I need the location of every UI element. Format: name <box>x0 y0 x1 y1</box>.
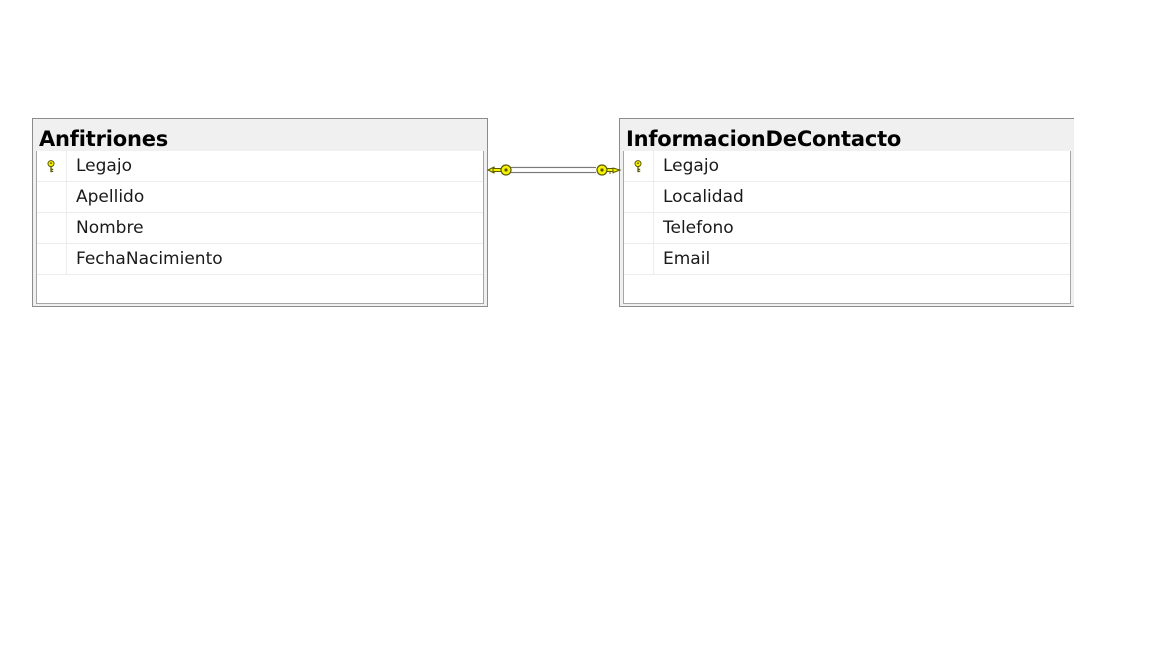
relationship-end-key-icon <box>596 164 622 176</box>
row-selector[interactable] <box>624 151 654 181</box>
row-selector[interactable] <box>37 182 67 212</box>
column-row[interactable]: FechaNacimiento <box>37 244 483 275</box>
column-row[interactable]: Apellido <box>37 182 483 213</box>
column-name: Legajo <box>663 156 719 176</box>
column-grid: Legajo Localidad Telefono Email <box>623 151 1071 304</box>
row-selector[interactable] <box>624 244 654 274</box>
column-name: FechaNacimiento <box>76 249 223 269</box>
column-name: Localidad <box>663 187 744 207</box>
column-row[interactable]: Email <box>624 244 1070 275</box>
column-name: Telefono <box>663 218 734 238</box>
column-name: Email <box>663 249 711 269</box>
row-selector[interactable] <box>37 213 67 243</box>
row-selector[interactable] <box>37 151 67 181</box>
primary-key-icon <box>634 160 642 173</box>
row-selector[interactable] <box>624 182 654 212</box>
column-row[interactable]: Telefono <box>624 213 1070 244</box>
column-name: Apellido <box>76 187 145 207</box>
primary-key-icon <box>47 160 55 173</box>
column-row[interactable]: Nombre <box>37 213 483 244</box>
column-row[interactable]: Legajo <box>37 151 483 182</box>
table-anfitriones[interactable]: Anfitriones Legajo Apellido Nombre Fecha… <box>32 118 488 307</box>
table-title[interactable]: InformacionDeContacto <box>626 127 902 151</box>
column-name: Nombre <box>76 218 144 238</box>
table-informacion-de-contacto[interactable]: InformacionDeContacto Legajo Localidad T… <box>619 118 1074 307</box>
relationship-start-key-icon <box>486 164 512 176</box>
relationship-line[interactable] <box>486 158 622 182</box>
table-title[interactable]: Anfitriones <box>39 127 169 151</box>
column-name: Legajo <box>76 156 132 176</box>
column-grid: Legajo Apellido Nombre FechaNacimiento <box>36 151 484 304</box>
row-selector[interactable] <box>624 213 654 243</box>
row-selector[interactable] <box>37 244 67 274</box>
column-row[interactable]: Localidad <box>624 182 1070 213</box>
column-row[interactable]: Legajo <box>624 151 1070 182</box>
